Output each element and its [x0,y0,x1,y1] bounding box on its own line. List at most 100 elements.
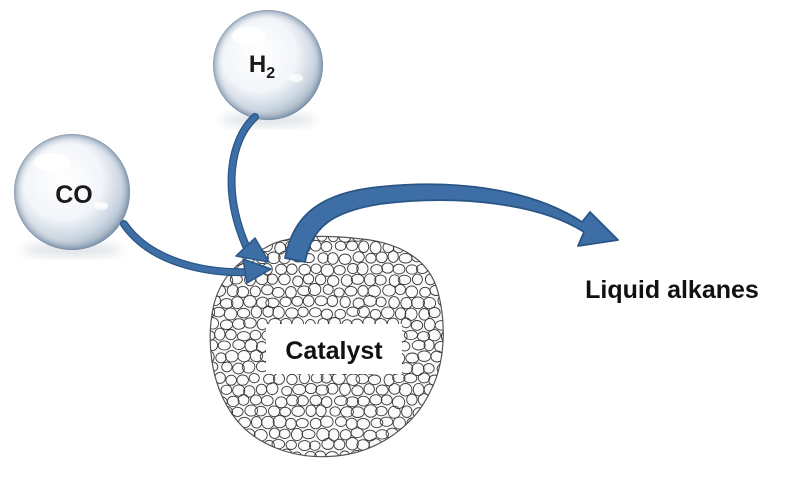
catalyst-pore [243,317,257,329]
catalyst-pore [265,236,280,242]
catalyst-pore [261,415,275,430]
catalyst-pore [404,437,419,451]
catalyst-pore [221,361,233,373]
catalyst-pore [278,428,291,439]
catalyst-pore [449,339,461,351]
catalyst-pore [405,352,420,364]
catalyst-pore [241,360,256,374]
catalyst-pore [447,276,459,285]
catalyst-pore [243,295,257,308]
catalyst-pore [428,395,441,408]
catalyst-pore [340,274,353,287]
catalyst-pore [401,405,413,418]
catalyst-pore [405,285,419,299]
catalyst-pore [410,320,424,331]
catalyst-pore [381,306,395,319]
catalyst-pore [210,236,220,242]
catalyst-pore [286,394,299,407]
catalyst-pore [375,384,389,396]
catalyst-pore [423,338,435,352]
catalyst-pore [370,264,384,275]
catalyst-pore [304,450,317,457]
catalyst-pore [314,273,327,286]
catalyst-pore [244,339,258,353]
catalyst-pore [423,450,435,457]
catalyst-pore [427,306,441,319]
catalyst-pore [392,263,406,275]
catalyst-pore [210,350,215,364]
catalyst-pore [255,236,269,241]
catalyst-pore [357,305,370,318]
catalyst-pore [400,296,413,310]
liquid-alkanes-label: Liquid alkanes [585,276,759,304]
catalyst-pore [350,273,365,285]
catalyst-pore [369,241,382,255]
catalyst-pore [410,236,424,241]
catalyst-pore [210,240,214,253]
catalyst-pore [302,295,315,307]
catalyst-pore [248,372,260,384]
catalyst-pore [213,418,225,430]
catalyst-pore [442,418,444,431]
catalyst-pore [449,319,459,331]
catalyst-pore [434,383,444,396]
catalyst-pore [262,305,274,318]
catalyst-pore [304,382,318,395]
catalyst-pore [405,264,419,275]
catalyst-pore [356,395,370,407]
catalyst-pore [296,395,309,407]
catalyst-to-product-arrow [284,183,619,263]
catalyst-pore [409,450,423,457]
catalyst-pore [405,240,417,253]
catalyst-pore [210,339,219,352]
catalyst-pore [440,329,444,343]
catalyst-pore [441,240,444,254]
catalyst-pore [210,253,221,266]
catalyst-pore [363,295,378,307]
catalyst-pore [356,261,369,276]
catalyst-pore [450,299,461,308]
catalyst-pore [373,236,387,242]
catalyst-pore [214,327,226,341]
catalyst-pore [383,373,395,387]
catalyst-pore [344,285,358,297]
catalyst-pore [346,306,360,317]
catalyst-pore [388,274,401,287]
catalyst-pore [436,407,444,418]
catalyst-pore [267,449,282,457]
catalyst-pore [417,240,430,254]
catalyst-pore [333,287,345,298]
catalyst-pore [448,449,460,459]
catalyst-pore [249,349,264,363]
catalyst-pore [218,450,232,457]
catalyst-pore [290,427,304,442]
catalyst-pore [403,373,418,384]
catalyst-pore [399,430,411,441]
catalyst-pore [249,285,261,298]
catalyst-pore [271,286,285,298]
catalyst-pore [224,439,237,452]
catalyst-pore [210,305,216,319]
co-molecule: CO [14,134,130,256]
catalyst-pore [339,295,351,309]
catalyst-pore [292,275,304,287]
catalyst-pore [214,439,227,452]
catalyst-pore [210,418,215,430]
catalyst-pore [291,295,304,307]
catalyst-pore [442,372,444,384]
catalyst-pore [243,385,256,398]
catalyst-pore [326,382,339,395]
catalyst-pore [322,284,334,295]
catalyst-pore [442,396,444,409]
catalyst-pore [393,439,405,450]
catalyst-pore [220,428,232,442]
catalyst-pore [411,339,426,351]
catalyst-pore [338,253,352,265]
catalyst-pore [217,340,231,351]
catalyst-pore [279,296,292,308]
catalyst-pore [291,405,305,417]
catalyst-pore [218,252,233,266]
catalyst-pore [394,307,407,320]
catalyst-pore [370,417,384,429]
